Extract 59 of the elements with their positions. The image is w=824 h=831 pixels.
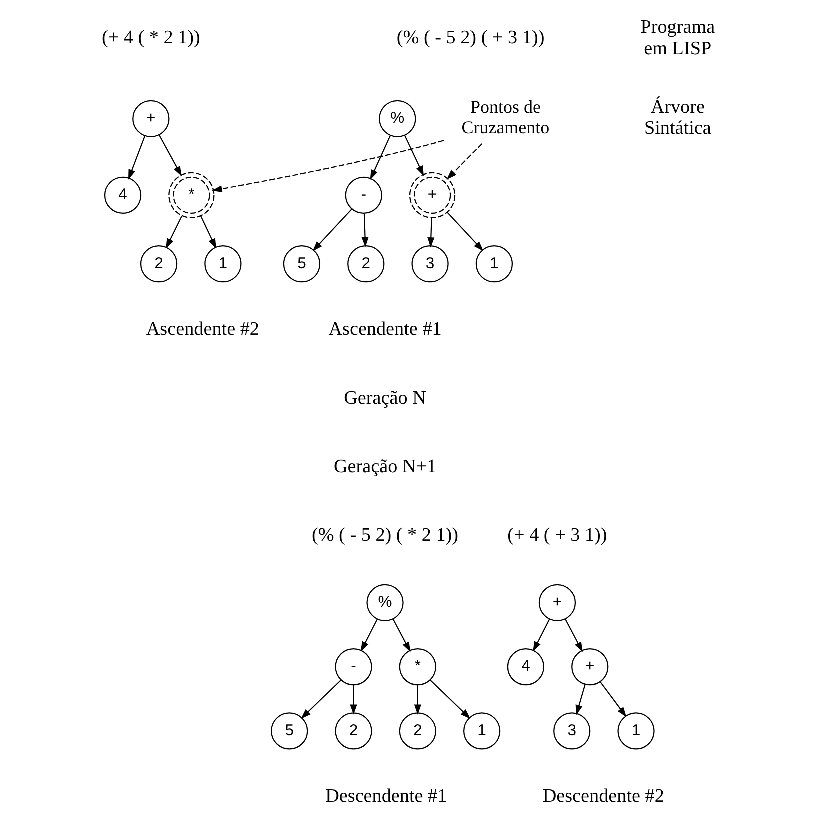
arrow: [533, 619, 550, 652]
node-circle: 2: [399, 712, 436, 750]
arrow: [446, 144, 483, 180]
label: Descendente #1: [326, 786, 448, 808]
arrow: [447, 212, 484, 252]
label: Geração N: [344, 388, 426, 409]
label: Descendente #2: [542, 786, 664, 808]
node-circle: 3: [554, 712, 591, 750]
arrow: [362, 214, 369, 248]
node-circle: 2: [140, 246, 178, 283]
label: Ascendente #2: [146, 319, 260, 340]
arrow: [200, 216, 216, 249]
arrow: [166, 216, 183, 249]
arrow: [404, 135, 424, 176]
arrow: [370, 136, 391, 180]
node-circle: 3: [412, 246, 449, 283]
arrow: [350, 685, 358, 715]
arrow: [430, 680, 471, 720]
node-circle: +: [409, 172, 456, 219]
label: (+ 4 ( * 2 1)): [102, 28, 200, 49]
node-circle: 2: [348, 246, 385, 283]
node-circle: 1: [476, 246, 514, 283]
arrow: [565, 619, 583, 652]
arrow: [428, 218, 435, 248]
node-circle: 2: [335, 712, 372, 750]
arrow: [158, 134, 182, 177]
node-circle: -: [335, 648, 372, 686]
node-circle: +: [538, 584, 576, 622]
node-circle: 4: [104, 176, 142, 214]
arrow: [576, 684, 586, 716]
arrow: [128, 136, 146, 180]
arrow: [312, 209, 352, 252]
node-circle: %: [379, 100, 416, 138]
arrow: [414, 685, 422, 715]
node-circle: *: [168, 172, 215, 219]
node-circle: 4: [507, 648, 545, 686]
arrow: [392, 619, 411, 652]
arrow: [360, 619, 378, 652]
node-circle: 5: [271, 712, 308, 750]
label: Ascendente #1: [328, 319, 442, 340]
arrow: [212, 140, 444, 193]
arrow: [600, 682, 627, 718]
node-circle: *: [399, 648, 436, 686]
arrow: [301, 680, 342, 720]
label: Geração N+1: [334, 456, 437, 478]
node-circle: 1: [464, 712, 501, 750]
label: Programa em LISP: [640, 16, 716, 60]
node-circle: %: [366, 584, 404, 622]
label: (% ( - 5 2) ( * 2 1)): [312, 525, 459, 546]
node-circle: +: [132, 100, 170, 138]
node-circle: -: [345, 176, 382, 214]
node-text: Pontos de Cruzamento: [462, 97, 550, 138]
node-circle: 1: [618, 712, 655, 750]
node-circle: +: [572, 648, 609, 686]
label: (+ 4 ( + 3 1)): [508, 525, 608, 546]
node-circle: 5: [283, 246, 321, 283]
label: (% ( - 5 2) ( + 3 1)): [396, 28, 545, 49]
node-circle: 1: [204, 246, 242, 283]
label: Árvore Sintática: [644, 96, 712, 140]
